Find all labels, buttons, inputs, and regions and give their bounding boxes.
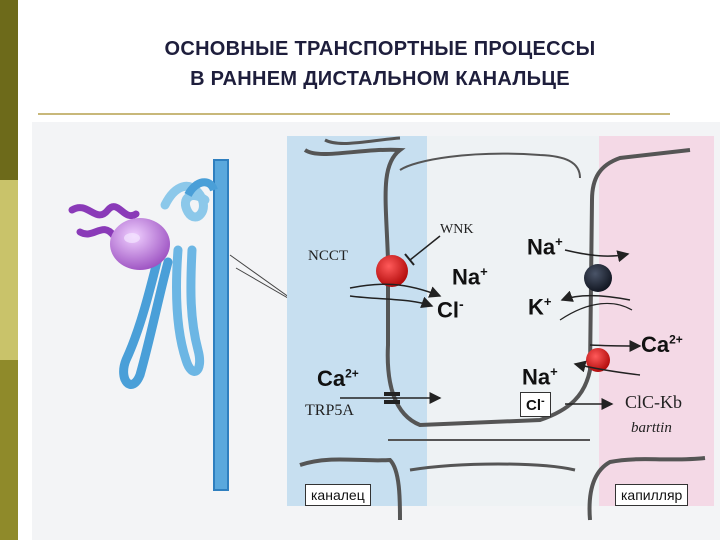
tubule-loop: [119, 245, 173, 389]
ca-left-label: Ca2+: [317, 366, 359, 391]
na-k-pump: [584, 264, 612, 292]
cell-region: [427, 136, 599, 506]
trp5a-channel: [384, 392, 400, 396]
capillary-region: [599, 136, 714, 506]
slide-sidebar-stripe: [0, 0, 18, 540]
lower-cell-membrane: [299, 456, 706, 521]
title-line-2: В РАННЕМ ДИСТАЛЬНОМ КАНАЛЬЦЕ: [190, 68, 570, 90]
na-bottom-label: Na+: [522, 364, 558, 390]
trp5a-label: TRP5A: [305, 402, 354, 419]
collecting-duct: [213, 159, 229, 491]
title-line-1: ОСНОВНЫЕ ТРАНСПОРТНЫЕ ПРОЦЕССЫ: [164, 38, 596, 60]
ncct-transporter: [376, 255, 408, 287]
clc-kb-label: ClC-Kb: [625, 392, 683, 412]
afferent-vessel: [68, 203, 140, 240]
cl-bottom-label: Cl-: [520, 392, 551, 417]
lumen-label: каналец: [305, 484, 371, 506]
cl-left-label: Cl-: [437, 296, 464, 323]
ca-na-exchanger: [586, 348, 610, 372]
na-left-label: Na+: [452, 264, 488, 290]
nephron-illustration: [68, 159, 301, 491]
wnk-label: WNK: [440, 222, 474, 237]
upper-cell-membrane: [303, 147, 691, 428]
capillary-label: капилляр: [615, 484, 689, 506]
lumen-region: [287, 136, 427, 506]
k-right-label: K+: [528, 294, 552, 320]
title-divider: [38, 113, 670, 115]
ca-right-label: Ca2+: [641, 332, 683, 357]
slide-title: ОСНОВНЫЕ ТРАНСПОРТНЫЕ ПРОЦЕССЫ В РАННЕМ …: [40, 34, 720, 94]
barttin-label: barttin: [631, 420, 672, 436]
ncct-label: NCCT: [308, 248, 349, 264]
na-right-label: Na+: [527, 234, 563, 260]
glomerulus: [110, 218, 170, 270]
wnk-inhibition: [409, 235, 441, 261]
